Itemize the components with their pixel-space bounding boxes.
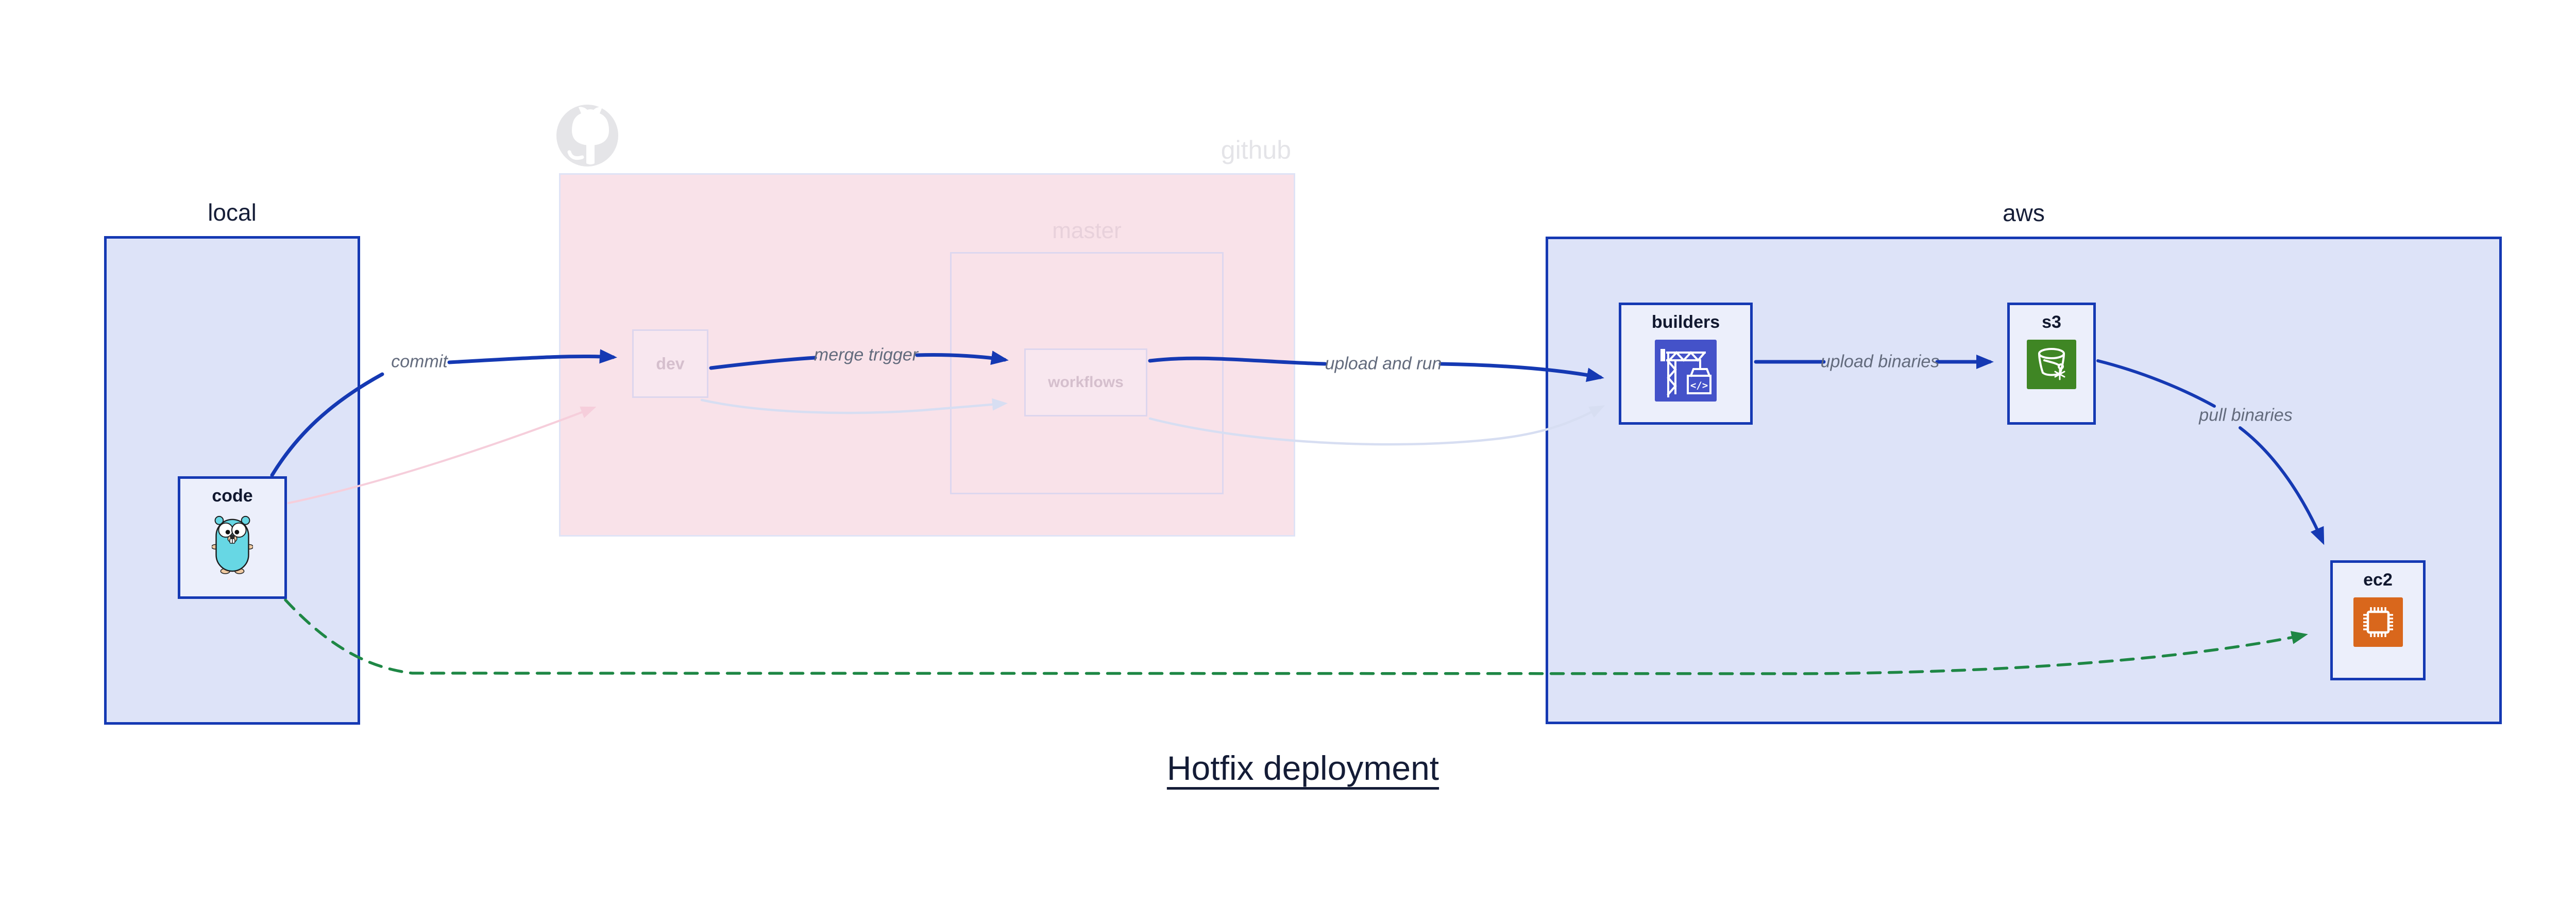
node-dev: dev (632, 329, 708, 398)
edge-merge-trigger (709, 350, 1009, 370)
s3-glacier-bucket-icon (2027, 340, 2076, 389)
node-dev-label: dev (656, 354, 685, 373)
edge-code-to-dev-faded (287, 406, 597, 504)
node-s3: s3 (2007, 303, 2096, 425)
group-github-label: github (1221, 136, 1291, 164)
group-local-label: local (208, 199, 257, 226)
edge-pull-binaries (2096, 359, 2325, 545)
group-aws-label: aws (2003, 199, 2045, 226)
edge-label-upload-and-run: upload and run (1325, 354, 1442, 374)
page-title: Hotfix deployment (1166, 749, 1439, 787)
codebuild-icon-text: </> (1690, 380, 1708, 391)
node-builders: builders </> (1619, 303, 1753, 425)
github-octocat-icon (556, 105, 618, 166)
codebuild-crane-icon: </> (1655, 340, 1717, 402)
group-master (950, 252, 1224, 494)
edge-label-pull-binaries: pull binaries (2199, 405, 2293, 425)
node-workflows-label: workflows (1048, 374, 1124, 391)
ec2-chip-icon (2353, 597, 2403, 647)
node-s3-label: s3 (2042, 312, 2061, 332)
node-workflows: workflows (1024, 348, 1147, 416)
edge-label-merge-trigger: merge trigger (814, 345, 919, 365)
edge-dev-to-workflows-faded (700, 398, 1008, 414)
node-ec2: ec2 (2330, 560, 2426, 680)
node-builders-label: builders (1651, 312, 1720, 332)
node-ec2-label: ec2 (2363, 570, 2393, 590)
go-gopher-icon (212, 515, 253, 574)
edge-label-commit: commit (391, 352, 448, 372)
node-code: code (178, 476, 287, 599)
node-code-label: code (212, 486, 253, 506)
edge-code-to-ec2-dashed (284, 598, 2308, 675)
edge-commit (270, 349, 617, 477)
edge-label-upload-binaries: upload binaries (1820, 352, 1940, 372)
group-master-label: master (1052, 218, 1122, 243)
edge-upload-and-run (1148, 356, 1604, 382)
edge-workflows-to-builders-faded (1148, 405, 1605, 446)
